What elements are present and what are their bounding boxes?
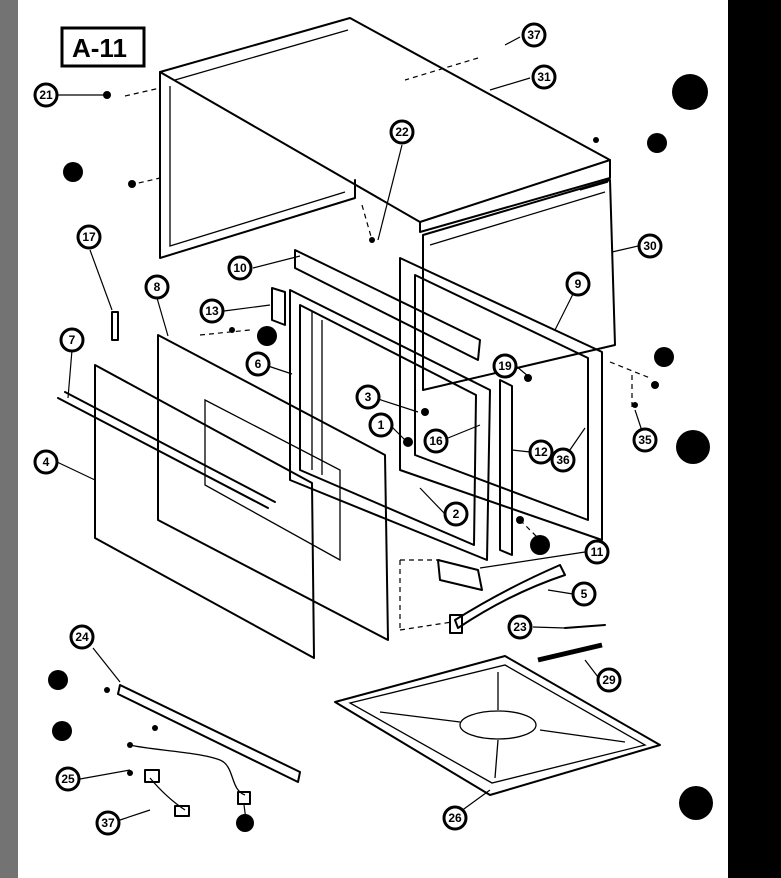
callout-1: 1 bbox=[368, 412, 394, 438]
svg-text:1: 1 bbox=[378, 418, 385, 432]
callout-16: 16 bbox=[423, 428, 449, 454]
svg-text:21: 21 bbox=[39, 88, 53, 102]
inner-frame bbox=[399, 257, 603, 541]
lever-clip bbox=[449, 614, 463, 634]
callout-10: 10 bbox=[227, 255, 253, 281]
front-door bbox=[94, 364, 315, 659]
svg-text:13: 13 bbox=[205, 304, 219, 318]
assembly-lines bbox=[124, 57, 651, 631]
inner-door-frame bbox=[289, 289, 491, 561]
callout-12: 12 bbox=[528, 439, 554, 465]
svg-text:11: 11 bbox=[591, 545, 604, 559]
callout-19: 19 bbox=[492, 353, 518, 379]
lever-arm bbox=[454, 564, 566, 629]
callout-9: 9 bbox=[565, 271, 591, 297]
bracket bbox=[271, 287, 286, 326]
svg-text:9: 9 bbox=[575, 277, 582, 291]
illegible-callouts bbox=[48, 133, 674, 832]
svg-text:17: 17 bbox=[82, 230, 96, 244]
side-strip bbox=[499, 379, 513, 556]
callout-25: 25 bbox=[55, 766, 81, 792]
callout-22: 22 bbox=[389, 119, 415, 145]
callout-5: 5 bbox=[571, 581, 597, 607]
callout-31: 31 bbox=[531, 64, 557, 90]
door-handle bbox=[64, 391, 276, 503]
svg-text:A-11: A-11 bbox=[72, 33, 127, 63]
svg-text:24: 24 bbox=[75, 630, 89, 644]
svg-text:16: 16 bbox=[429, 434, 443, 448]
callout-37-bottom: 37 bbox=[95, 810, 121, 836]
diagram-title: A-11 bbox=[60, 26, 146, 68]
right-margin-strip bbox=[728, 0, 781, 878]
svg-text:7: 7 bbox=[69, 333, 76, 347]
svg-text:4: 4 bbox=[43, 455, 50, 469]
wire-harness bbox=[149, 777, 186, 811]
callout-6: 6 bbox=[245, 351, 271, 377]
outer-cabinet bbox=[159, 17, 611, 259]
callout-37-top: 37 bbox=[521, 22, 547, 48]
cabinet-back-panel bbox=[422, 179, 616, 391]
svg-text:3: 3 bbox=[365, 390, 372, 404]
svg-text:22: 22 bbox=[395, 125, 409, 139]
rod bbox=[564, 624, 606, 629]
svg-text:23: 23 bbox=[513, 620, 527, 634]
connector bbox=[174, 805, 190, 817]
svg-text:8: 8 bbox=[154, 280, 161, 294]
top-strip bbox=[294, 249, 481, 361]
svg-text:19: 19 bbox=[498, 359, 512, 373]
callout-4: 4 bbox=[33, 449, 59, 475]
drip-tray bbox=[334, 655, 661, 796]
hardware bbox=[103, 91, 659, 776]
callout-8: 8 bbox=[144, 274, 170, 300]
binder-hole bbox=[679, 786, 713, 820]
callout-29: 29 bbox=[596, 667, 622, 693]
svg-text:29: 29 bbox=[602, 673, 616, 687]
binder-hole bbox=[676, 430, 710, 464]
svg-text:6: 6 bbox=[255, 357, 262, 371]
callout-7: 7 bbox=[59, 327, 85, 353]
callout-30: 30 bbox=[637, 233, 663, 259]
svg-text:37: 37 bbox=[101, 816, 115, 830]
door-handle bbox=[57, 397, 269, 509]
callout-2: 2 bbox=[443, 501, 469, 527]
connector bbox=[237, 791, 251, 805]
svg-text:5: 5 bbox=[581, 587, 588, 601]
svg-text:36: 36 bbox=[556, 453, 570, 467]
small-part bbox=[111, 311, 119, 341]
callout-17: 17 bbox=[76, 224, 102, 250]
connector bbox=[144, 769, 160, 783]
svg-text:12: 12 bbox=[534, 445, 548, 459]
spring bbox=[537, 642, 603, 663]
callout-3: 3 bbox=[355, 384, 381, 410]
callout-24: 24 bbox=[69, 624, 95, 650]
svg-text:26: 26 bbox=[448, 811, 462, 825]
left-margin-noise bbox=[0, 0, 18, 878]
glass-panel bbox=[157, 334, 389, 641]
callout-26: 26 bbox=[442, 805, 468, 831]
callout-36: 36 bbox=[550, 447, 576, 473]
svg-text:10: 10 bbox=[233, 261, 247, 275]
svg-text:35: 35 bbox=[638, 433, 652, 447]
svg-text:31: 31 bbox=[537, 70, 551, 84]
lower-bracket bbox=[437, 559, 483, 591]
callout-13: 13 bbox=[199, 298, 225, 324]
binder-hole bbox=[672, 74, 708, 110]
callout-35: 35 bbox=[632, 427, 658, 453]
wire-harness bbox=[129, 744, 246, 796]
svg-text:2: 2 bbox=[453, 507, 460, 521]
callout-11: 11 bbox=[584, 539, 610, 565]
callout-21: 21 bbox=[33, 82, 59, 108]
callout-23: 23 bbox=[507, 614, 533, 640]
svg-text:37: 37 bbox=[527, 28, 541, 42]
svg-text:30: 30 bbox=[643, 239, 657, 253]
svg-text:25: 25 bbox=[61, 772, 75, 786]
bottom-rail bbox=[117, 684, 301, 783]
